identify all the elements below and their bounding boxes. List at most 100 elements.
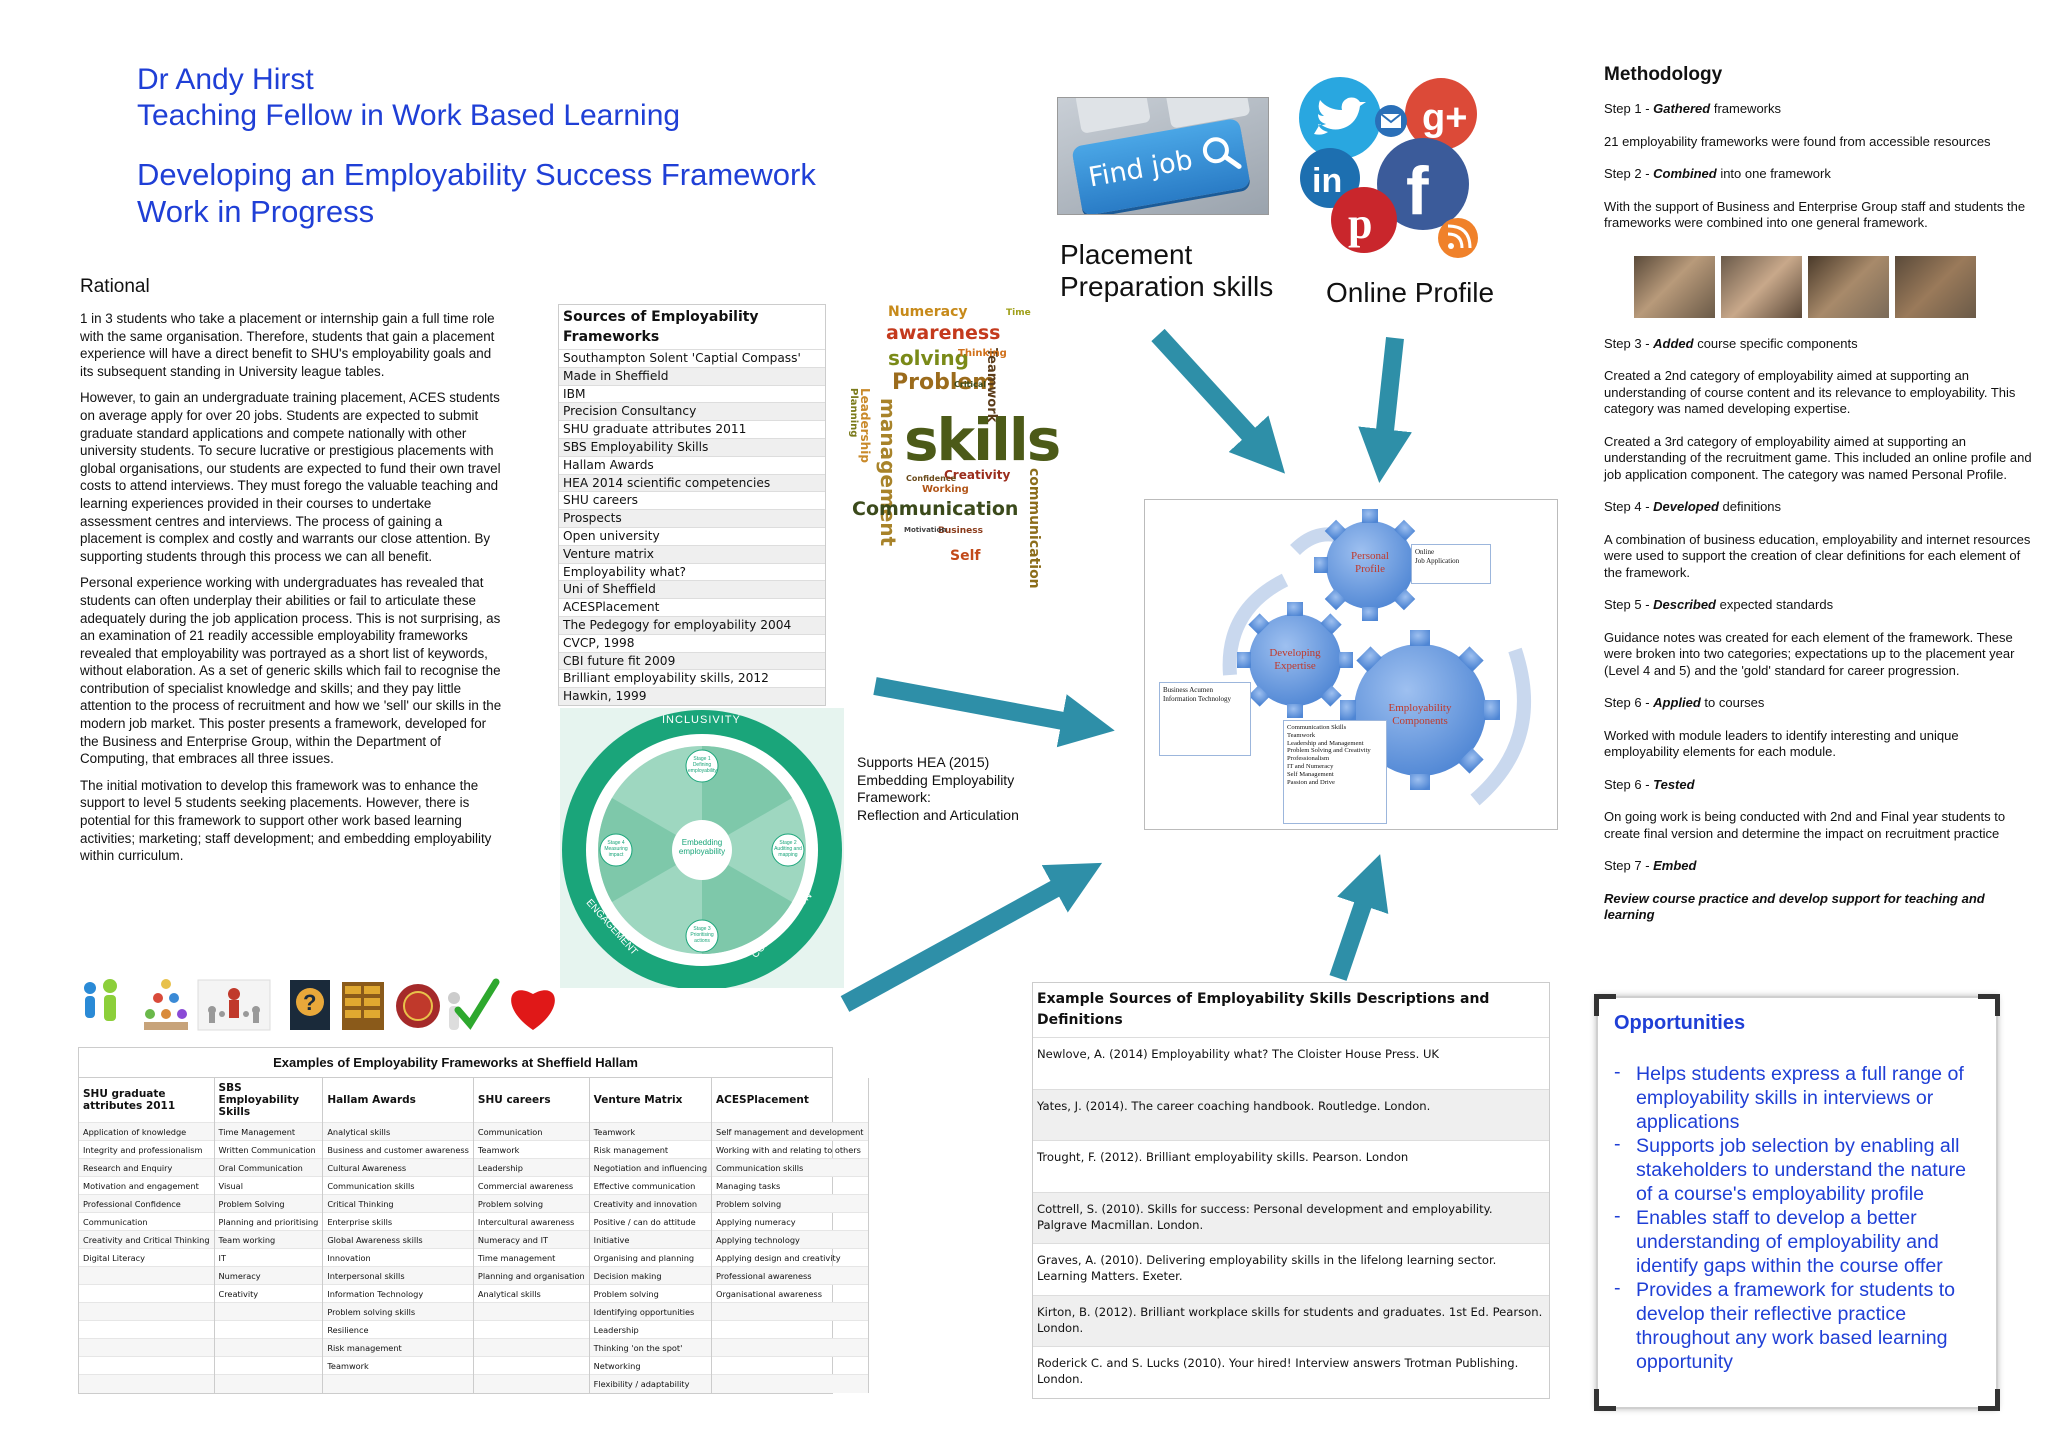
twitter-icon	[1299, 77, 1381, 159]
step-1-text: 21 employability frameworks were found f…	[1604, 133, 1991, 149]
table-cell: Analytical skills	[322, 1122, 474, 1141]
cloud-word: Communication	[852, 498, 1019, 520]
sources-row: Uni of Sheffield	[559, 580, 825, 599]
checkmark-person-icon	[448, 978, 500, 1030]
cloud-word: communication	[1026, 468, 1042, 589]
table-cell: Analytical skills	[473, 1284, 590, 1303]
cloud-word: Thinking	[958, 348, 1007, 359]
list-item: Teamwork	[1287, 731, 1316, 739]
table-cell: Self management and development	[711, 1122, 869, 1141]
cloud-word: Motivation	[904, 526, 947, 534]
social-media-icons: g+ in f p	[1299, 77, 1478, 258]
pinterest-icon: p	[1331, 187, 1397, 253]
step-4: Step 4 - Developed definitions	[1604, 499, 1782, 514]
ring-label-inclusivity: INCLUSIVITY	[662, 714, 741, 726]
table-cell: Creativity and innovation	[589, 1194, 713, 1213]
cloud-word: Numeracy	[888, 304, 968, 320]
table-cell: Research and Enquiry	[79, 1158, 215, 1177]
reference-row: Yates, J. (2014). The career coaching ha…	[1033, 1088, 1549, 1140]
table-cell: Teamwork	[322, 1356, 474, 1375]
online-profile-label: Online Profile	[1326, 277, 1495, 308]
table-cell: Organisational awareness	[711, 1284, 869, 1303]
author-role: Teaching Fellow in Work Based Learning	[137, 99, 681, 132]
sources-row: Hallam Awards	[559, 455, 825, 474]
table-cell: Planning and prioritising	[214, 1212, 324, 1231]
list-item: Job Application	[1415, 557, 1460, 565]
arrow-wheel	[840, 862, 1103, 1012]
cloud-word: Leadership	[858, 388, 872, 463]
table-cell: Numeracy and IT	[473, 1230, 590, 1249]
sources-row: SHU careers	[559, 491, 825, 509]
svg-text:in: in	[1312, 162, 1342, 200]
reference-row: Newlove, A. (2014) Employability what? T…	[1033, 1037, 1549, 1089]
cloud-word: Confidence	[906, 474, 957, 483]
table-cell: Applying numeracy	[711, 1212, 869, 1231]
table-cell	[79, 1320, 215, 1339]
table-cell	[711, 1356, 869, 1375]
table-cell: Initiative	[589, 1230, 713, 1249]
sources-row: Venture matrix	[559, 544, 825, 563]
table-cell	[214, 1356, 324, 1375]
list-item: Self Management	[1287, 770, 1334, 778]
question-head-icon: ?	[290, 980, 330, 1030]
magnifier-icon	[1202, 137, 1242, 169]
table-header: SHU careers	[473, 1078, 590, 1123]
list-item: Information Technology	[1163, 695, 1232, 703]
list-item: Business Acumen	[1163, 686, 1213, 694]
icon-strip: ?	[80, 976, 560, 1036]
workshop-photo	[1721, 255, 1802, 318]
table-header: SHU graduate attributes 2011	[79, 1078, 215, 1123]
people-icon	[84, 979, 117, 1021]
methodology-title: Methodology	[1604, 64, 1723, 85]
table-cell	[79, 1284, 215, 1303]
step-2: Step 2 - Combined into one framework	[1604, 166, 1831, 181]
svg-text:?: ?	[303, 990, 316, 1015]
table-cell: Information Technology	[322, 1284, 474, 1303]
reference-row: Trought, F. (2012). Brilliant employabil…	[1033, 1140, 1549, 1192]
arrow-online-profile	[1358, 337, 1412, 484]
sources-row: CVCP, 1998	[559, 633, 825, 652]
sources-row: Precision Consultancy	[559, 402, 825, 421]
sources-row: ACESPlacement	[559, 598, 825, 616]
sources-row: Open university	[559, 526, 825, 545]
opportunities-title: Opportunities	[1614, 1012, 1746, 1034]
sources-table: Sources of Employability Frameworks Sout…	[558, 304, 826, 706]
table-cell: Creativity	[214, 1284, 324, 1303]
step-6a: Step 6 - Applied to courses	[1604, 695, 1765, 710]
table-cell: Digital Literacy	[79, 1248, 215, 1267]
list-item: Supports job selection by enabling all s…	[1614, 1132, 1986, 1206]
rational-paragraph: However, to gain an undergraduate traini…	[80, 390, 501, 564]
developing-expertise-box: Business Acumen Information Technology	[1159, 682, 1251, 756]
step-7: Step 7 - Embed	[1604, 858, 1697, 873]
step-4-text: A combination of business education, emp…	[1604, 531, 2031, 580]
hea-line: Embedding Employability	[857, 771, 1015, 788]
table-cell: Communication skills	[711, 1158, 869, 1177]
table-cell: Thinking 'on the spot'	[589, 1338, 713, 1357]
table-cell: Effective communication	[589, 1176, 713, 1195]
table-cell: Global Awareness skills	[322, 1230, 474, 1249]
table-cell: Negotiation and influencing	[589, 1158, 713, 1177]
rational-paragraph: The initial motivation to develop this f…	[80, 777, 492, 864]
workshop-photo	[1634, 255, 1715, 318]
table-cell: Interpersonal skills	[322, 1266, 474, 1285]
heart-icon	[511, 990, 555, 1030]
sources-row: IBM	[559, 384, 825, 403]
list-item: Helps students express a full range of e…	[1614, 1060, 1986, 1134]
hea-line: Framework:	[857, 789, 931, 805]
table-cell: Integrity and professionalism	[79, 1140, 215, 1159]
table-cell	[79, 1356, 215, 1375]
frameworks-table: Examples of Employability Frameworks at …	[78, 1047, 869, 1394]
list-item: Leadership and Management	[1287, 739, 1364, 747]
table-cell	[214, 1338, 324, 1357]
step-6b-text: On going work is being conducted with 2n…	[1604, 809, 2006, 841]
frame-corner	[1978, 1389, 2000, 1411]
table-cell: Intercultural awareness	[473, 1212, 590, 1231]
table-cell	[473, 1356, 590, 1375]
